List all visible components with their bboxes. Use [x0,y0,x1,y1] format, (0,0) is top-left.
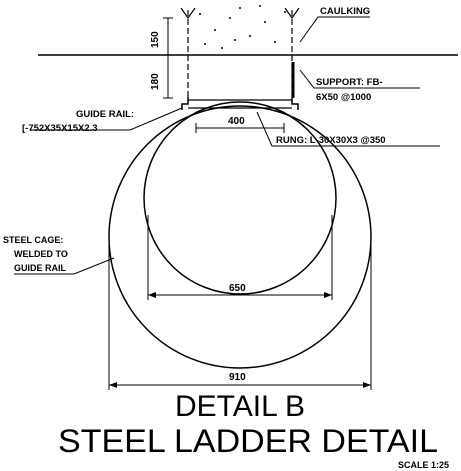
dim-650-arrow-right [324,292,332,298]
drawing-title: STEEL LADDER DETAIL [58,423,438,459]
left-guide-rail [181,97,189,110]
support-label-line1: SUPPORT: FB- [316,77,383,88]
steel-cage-leader [14,257,115,275]
caulking-label: CAULKING [320,6,370,17]
support-label-line2: 6X50 @1000 [316,92,371,103]
dim-650-arrow-left [148,292,156,298]
support-leader [299,69,420,89]
steel-cage-label-line3: GUIDE RAIL [14,263,67,273]
guide-rail-label-line2: [-752X35X15X2.3 [22,123,98,134]
rung-label: RUNG: L-30X30X3 @350 [276,135,386,146]
inner-cage-circle [143,101,337,295]
concrete-hatch [199,5,286,49]
guide-rail-leader [30,107,183,131]
dim-910-label: 910 [229,372,246,383]
right-caulking-mark [284,7,300,20]
dim-650-label: 650 [229,283,246,294]
rung-leader [256,111,440,147]
dim-910-arrow-left [109,382,117,388]
steel-cage-label-line2: WELDED TO [14,249,68,259]
dim-180-label: 180 [150,73,161,90]
guide-rail-label-line1: GUIDE RAIL: [76,109,134,120]
detail-title: DETAIL B [175,390,305,423]
steel-cage-label-line1: STEEL CAGE: [3,235,63,245]
dim-400-label: 400 [228,116,245,127]
right-guide-rail [291,97,299,110]
dim-150-label: 150 [150,31,161,48]
scale-label: SCALE 1:25 [398,460,449,470]
left-caulking-mark [180,7,196,20]
caulking-leader [299,16,370,43]
dim-910-arrow-right [363,382,371,388]
